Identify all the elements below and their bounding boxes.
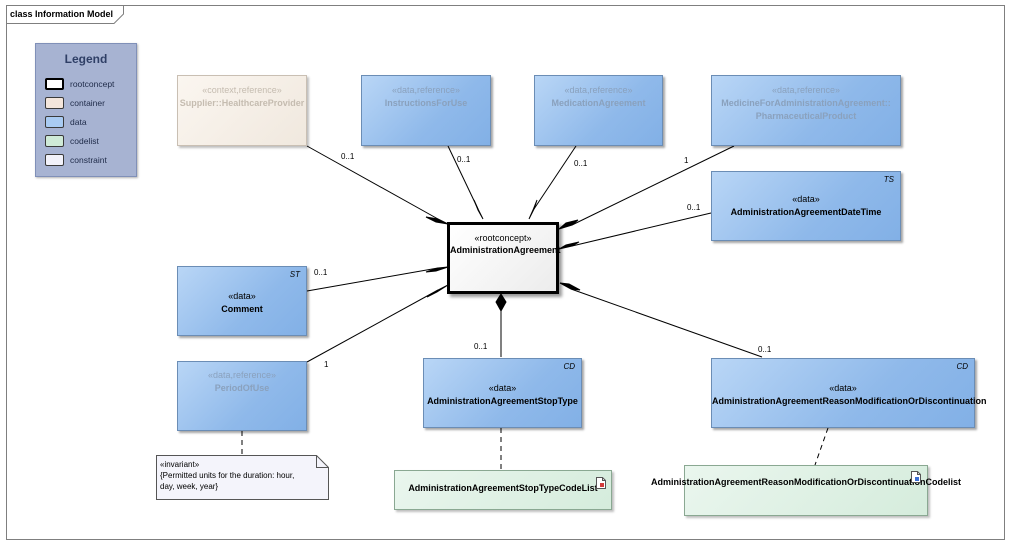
legend: Legend rootconcept container data codeli…	[35, 43, 137, 177]
legend-swatch-constraint	[45, 154, 64, 166]
stereotype: «data,reference»	[564, 85, 633, 95]
diamond-stoptype	[495, 293, 507, 313]
multiplicity-stoptype: 0..1	[474, 342, 488, 351]
datatype-label: TS	[883, 175, 894, 184]
legend-label: data	[70, 117, 87, 127]
note-line: {Permitted units for the duration: hour,	[160, 471, 295, 480]
legend-swatch-container	[45, 97, 64, 109]
note-line: «invariant»	[160, 460, 200, 469]
connector-comment	[306, 267, 439, 292]
codelist-reason[interactable]: AdministrationAgreementReasonModificatio…	[651, 465, 961, 516]
class-administrationagreementstoptype[interactable]: CD «data» AdministrationAgreementStopTyp…	[423, 358, 582, 428]
codelist-name: AdministrationAgreementReasonModificatio…	[651, 477, 962, 487]
class-name: Comment	[221, 304, 263, 314]
datatype-label: ST	[289, 270, 300, 279]
class-administrationagreement-root[interactable]: «rootconcept» AdministrationAgreement	[447, 222, 561, 294]
codelist-stoptype[interactable]: AdministrationAgreementStopTypeCodeList	[394, 470, 612, 510]
diamond-reason	[559, 282, 581, 291]
class-name: AdministrationAgreementReasonModificatio…	[712, 396, 987, 406]
datatype-label: CD	[956, 362, 968, 371]
multiplicity-datetime: 0..1	[687, 203, 701, 212]
stereotype: «data,reference»	[771, 85, 841, 95]
connector-datetime	[571, 212, 712, 247]
diamond-period	[426, 284, 449, 298]
diamond-pharma	[558, 219, 579, 230]
stereotype: «data,reference»	[207, 370, 277, 380]
codelist-document-icon	[911, 471, 921, 483]
class-pharmaceuticalproduct[interactable]: «data,reference» MedicineForAdministrati…	[711, 75, 901, 146]
legend-label: container	[70, 98, 105, 108]
multiplicity-medication-agreement: 0..1	[574, 159, 588, 168]
connector-medication-agreement	[533, 145, 577, 210]
codelist-document-icon	[596, 477, 606, 489]
stereotype: «data»	[488, 383, 517, 393]
stereotype: «data»	[792, 194, 820, 204]
class-name-line1: MedicineForAdministrationAgreement::	[721, 98, 891, 108]
multiplicity-reason: 0..1	[758, 345, 772, 354]
class-periodofuse[interactable]: «data,reference» PeriodOfUse	[177, 361, 307, 431]
connector-instructions	[447, 145, 479, 210]
connector-period	[306, 289, 439, 363]
constraint-note[interactable]	[156, 455, 329, 500]
class-instructionsforuse[interactable]: «data,reference» InstructionsForUse	[361, 75, 491, 146]
datatype-label: CD	[563, 362, 575, 371]
frame-title-tab	[6, 5, 124, 24]
multiplicity-comment: 0..1	[314, 268, 328, 277]
realization-reason-codelist	[814, 427, 829, 466]
diamond-supplier	[425, 216, 449, 225]
stereotype: «context,reference»	[202, 85, 282, 95]
class-medicationagreement[interactable]: «data,reference» MedicationAgreement	[534, 75, 663, 146]
legend-title: Legend	[64, 52, 108, 66]
legend-swatch-rootconcept	[45, 78, 64, 90]
class-name-line2: PharmaceuticalProduct	[755, 111, 857, 121]
stereotype: «rootconcept»	[474, 233, 532, 243]
diagram-frame	[6, 5, 1005, 540]
stereotype: «data,reference»	[391, 85, 461, 95]
legend-label: rootconcept	[70, 79, 115, 89]
class-reasonmodificationordiscontinuation[interactable]: CD «data» AdministrationAgreementReasonM…	[711, 358, 987, 428]
class-supplier-healthcareprovider[interactable]: «context,reference» Supplier::Healthcare…	[177, 75, 307, 146]
frame-title: class Information Model	[10, 9, 114, 19]
diamond-comment	[425, 266, 449, 273]
multiplicity-pharma: 1	[684, 156, 689, 165]
diamond-datetime	[558, 241, 580, 250]
class-name: AdministrationAgreementStopType	[427, 396, 578, 406]
multiplicity-supplier: 0..1	[341, 152, 355, 161]
class-name: InstructionsForUse	[384, 98, 468, 108]
class-name: Supplier::HealthcareProvider	[179, 98, 305, 108]
stereotype: «data»	[228, 291, 256, 301]
connector-pharma	[571, 145, 735, 226]
diamond-instructions	[473, 199, 484, 220]
legend-label: constraint	[70, 155, 107, 165]
class-name: PeriodOfUse	[214, 383, 270, 393]
note-line: day, week, year}	[160, 482, 219, 491]
class-name: AdministrationAgreement	[450, 245, 561, 255]
class-comment[interactable]: ST «data» Comment	[177, 266, 307, 336]
legend-swatch-data	[45, 116, 64, 128]
class-administrationagreementdatetime[interactable]: TS «data» AdministrationAgreementDateTim…	[711, 171, 901, 241]
connector-supplier	[306, 145, 439, 220]
legend-swatch-codelist	[45, 135, 64, 147]
connector-reason	[570, 288, 763, 358]
stereotype: «data»	[829, 383, 857, 393]
legend-label: codelist	[70, 136, 99, 146]
diamond-medication-agreement	[528, 199, 538, 220]
class-name: MedicationAgreement	[551, 98, 646, 108]
multiplicity-period: 1	[324, 360, 329, 369]
constraint-note-text: «invariant» {Permitted units for the dur…	[160, 459, 320, 492]
multiplicity-instructions: 0..1	[457, 155, 471, 164]
codelist-name: AdministrationAgreementStopTypeCodeList	[408, 483, 598, 493]
class-name: AdministrationAgreementDateTime	[730, 207, 882, 217]
